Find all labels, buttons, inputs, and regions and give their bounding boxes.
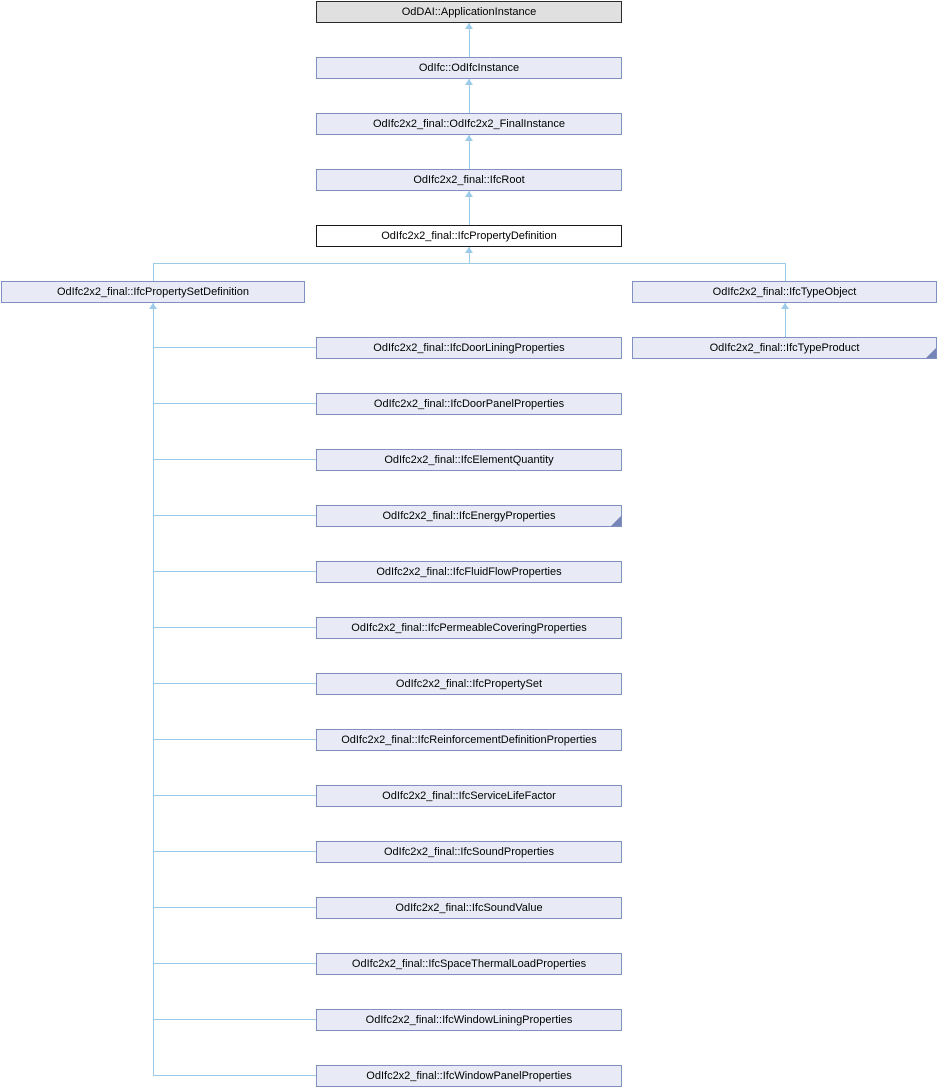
edge-line — [785, 263, 786, 281]
class-node-ifcdoorpanelproperties[interactable]: OdIfc2x2_final::IfcDoorPanelProperties — [316, 393, 622, 415]
class-node-ifctypeobject[interactable]: OdIfc2x2_final::IfcTypeObject — [632, 281, 937, 303]
edge-line — [153, 739, 316, 740]
edge-line — [153, 627, 316, 628]
edge-line — [153, 263, 154, 281]
class-node-ifcroot[interactable]: OdIfc2x2_final::IfcRoot — [316, 169, 622, 191]
arrowhead-up-icon — [149, 303, 157, 309]
arrowhead-up-icon — [465, 191, 473, 197]
edge-line — [153, 907, 316, 908]
class-node-ifcwindowpanelproperties[interactable]: OdIfc2x2_final::IfcWindowPanelProperties — [316, 1065, 622, 1087]
class-node-ifcwindowliningproperties[interactable]: OdIfc2x2_final::IfcWindowLiningPropertie… — [316, 1009, 622, 1031]
edge-line — [153, 963, 316, 964]
arrowhead-up-icon — [465, 247, 473, 253]
edge-line — [153, 347, 316, 348]
edge-line — [153, 263, 786, 264]
class-node-ifcreinforcementdefinitionproperties[interactable]: OdIfc2x2_final::IfcReinforcementDefiniti… — [316, 729, 622, 751]
class-node-ifcelementquantity[interactable]: OdIfc2x2_final::IfcElementQuantity — [316, 449, 622, 471]
edge-line — [153, 571, 316, 572]
edge-line — [469, 23, 470, 57]
edge-line — [153, 459, 316, 460]
more-derived-classes-marker — [611, 516, 621, 526]
edge-line — [153, 1019, 316, 1020]
edge-line — [153, 515, 316, 516]
edge-line — [785, 303, 786, 337]
class-node-ifcenergyproperties[interactable]: OdIfc2x2_final::IfcEnergyProperties — [316, 505, 622, 527]
class-node-ifcspacethermalloadproperties[interactable]: OdIfc2x2_final::IfcSpaceThermalLoadPrope… — [316, 953, 622, 975]
class-node-ifcfluidflowproperties[interactable]: OdIfc2x2_final::IfcFluidFlowProperties — [316, 561, 622, 583]
edge-line — [153, 1075, 316, 1076]
class-node-ifcsoundvalue[interactable]: OdIfc2x2_final::IfcSoundValue — [316, 897, 622, 919]
edge-line — [153, 683, 316, 684]
edge-line — [469, 191, 470, 225]
class-node-ifcservicelifefactor[interactable]: OdIfc2x2_final::IfcServiceLifeFactor — [316, 785, 622, 807]
class-node-odifc-odifcinstance[interactable]: OdIfc::OdIfcInstance — [316, 57, 622, 79]
edge-line — [469, 79, 470, 113]
arrowhead-up-icon — [465, 79, 473, 85]
edge-line — [153, 303, 154, 1076]
edge-line — [153, 403, 316, 404]
class-node-ifcpropertysetdefinition[interactable]: OdIfc2x2_final::IfcPropertySetDefinition — [1, 281, 305, 303]
arrowhead-up-icon — [781, 303, 789, 309]
more-derived-classes-marker — [926, 348, 936, 358]
arrowhead-up-icon — [465, 23, 473, 29]
class-node-ifctypeproduct[interactable]: OdIfc2x2_final::IfcTypeProduct — [632, 337, 937, 359]
arrowhead-up-icon — [465, 135, 473, 141]
class-node-ifcpropertydefinition-focus: OdIfc2x2_final::IfcPropertyDefinition — [316, 225, 622, 247]
edge-line — [469, 247, 470, 263]
class-node-odifc2x2-finalinstance[interactable]: OdIfc2x2_final::OdIfc2x2_FinalInstance — [316, 113, 622, 135]
class-node-ifcsoundproperties[interactable]: OdIfc2x2_final::IfcSoundProperties — [316, 841, 622, 863]
class-node-ifcpermeablecoveringproperties[interactable]: OdIfc2x2_final::IfcPermeableCoveringProp… — [316, 617, 622, 639]
class-node-oddai-applicationinstance: OdDAI::ApplicationInstance — [316, 1, 622, 23]
edge-line — [469, 135, 470, 169]
edge-line — [153, 851, 316, 852]
class-node-ifcpropertyset[interactable]: OdIfc2x2_final::IfcPropertySet — [316, 673, 622, 695]
class-node-ifcdoorliningproperties[interactable]: OdIfc2x2_final::IfcDoorLiningProperties — [316, 337, 622, 359]
edge-line — [153, 795, 316, 796]
